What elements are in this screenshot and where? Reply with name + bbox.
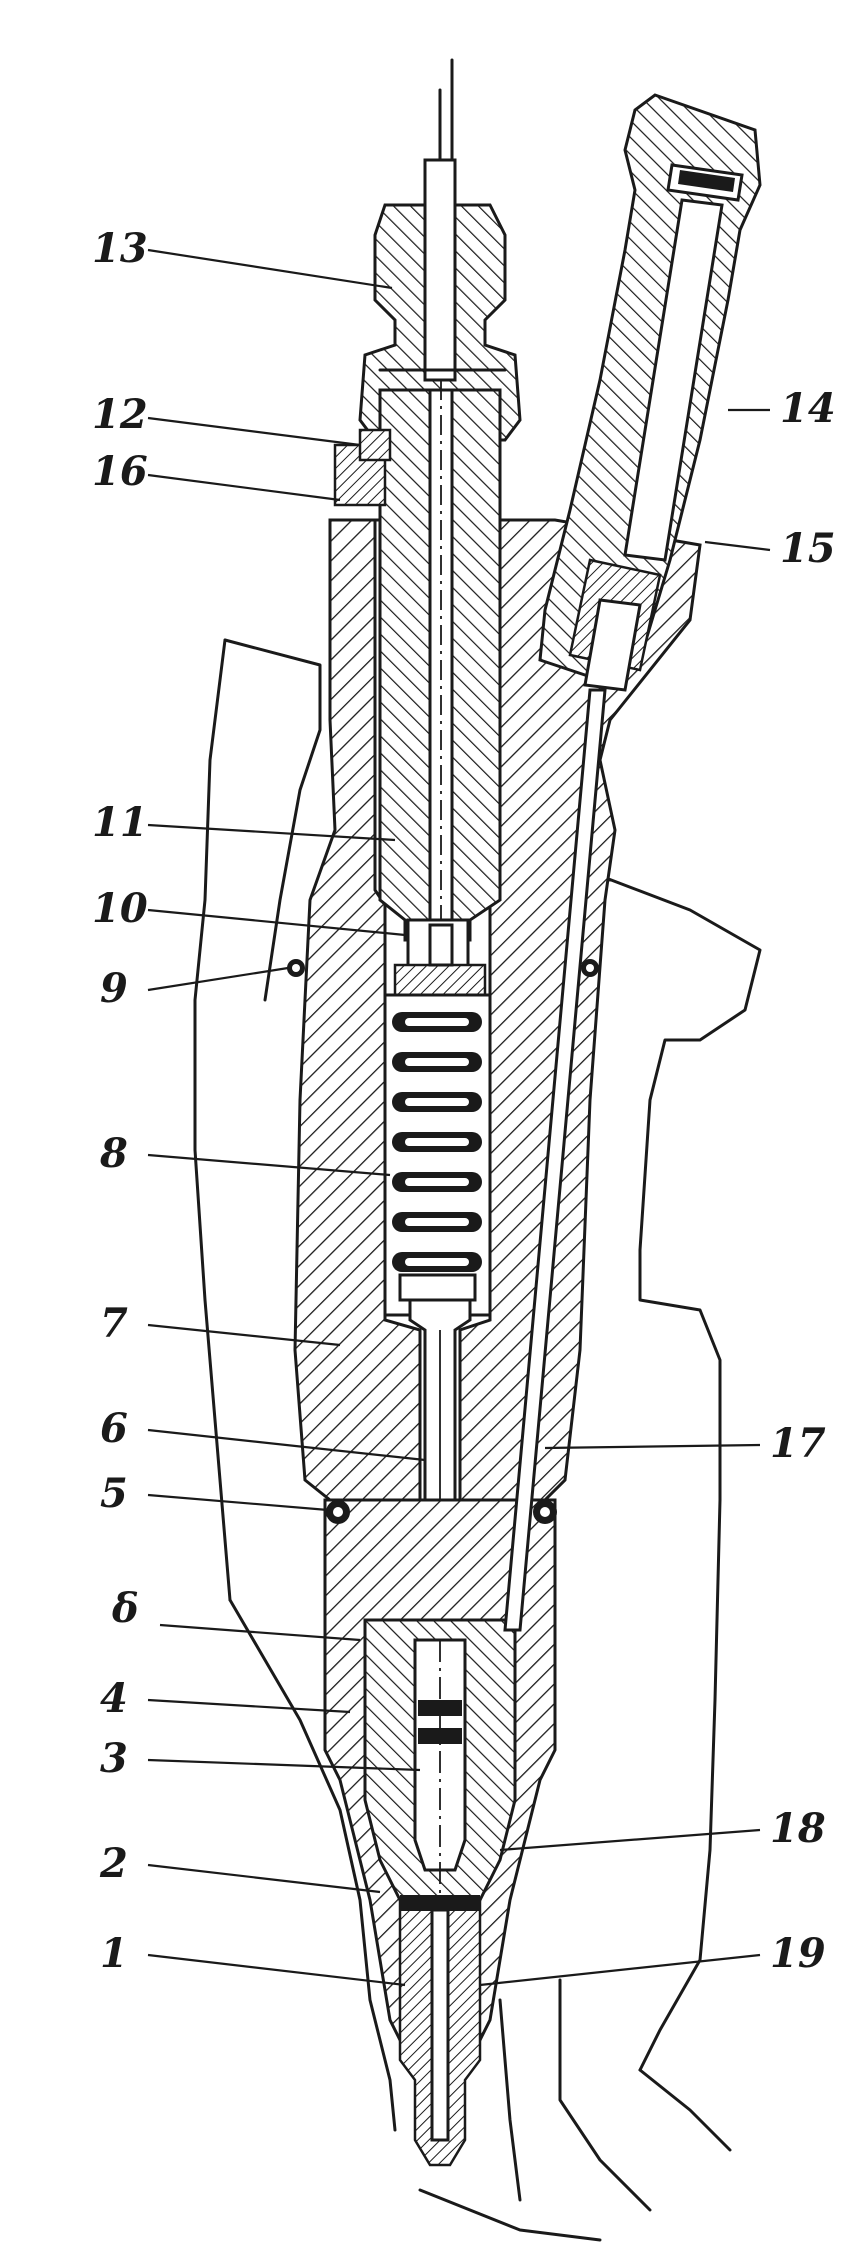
label-delta: δ <box>111 1585 139 1632</box>
spring-seat <box>393 918 487 997</box>
label-19: 19 <box>770 1930 826 1977</box>
label-18: 18 <box>770 1805 826 1852</box>
part-labels: 13 12 16 14 15 11 10 9 8 7 6 5 δ 4 3 2 1… <box>92 225 836 1977</box>
inlet-fitting-nut <box>358 58 522 442</box>
label-6: 6 <box>100 1405 128 1452</box>
label-4: 4 <box>100 1675 128 1722</box>
label-10: 10 <box>92 885 148 932</box>
injector-spring <box>383 993 492 1317</box>
label-16: 16 <box>92 448 148 495</box>
label-2: 2 <box>99 1840 128 1887</box>
label-11: 11 <box>92 799 148 846</box>
label-9: 9 <box>100 965 128 1012</box>
o-rings <box>287 959 599 1524</box>
label-12: 12 <box>92 391 148 438</box>
label-5: 5 <box>100 1470 128 1517</box>
sealing-washer <box>333 428 392 507</box>
fuel-inlet-fitting <box>538 93 762 692</box>
label-7: 7 <box>100 1300 128 1347</box>
label-14: 14 <box>780 385 836 432</box>
label-17: 17 <box>770 1420 826 1467</box>
label-8: 8 <box>99 1130 128 1177</box>
leader-lines <box>147 248 771 1987</box>
fuel-channel <box>503 688 607 1632</box>
label-13: 13 <box>92 225 148 272</box>
label-1: 1 <box>100 1930 128 1977</box>
nozzle-tip <box>398 1895 482 2167</box>
label-15: 15 <box>780 525 836 572</box>
label-3: 3 <box>100 1735 128 1782</box>
cylinder-head-outline <box>193 638 762 2242</box>
